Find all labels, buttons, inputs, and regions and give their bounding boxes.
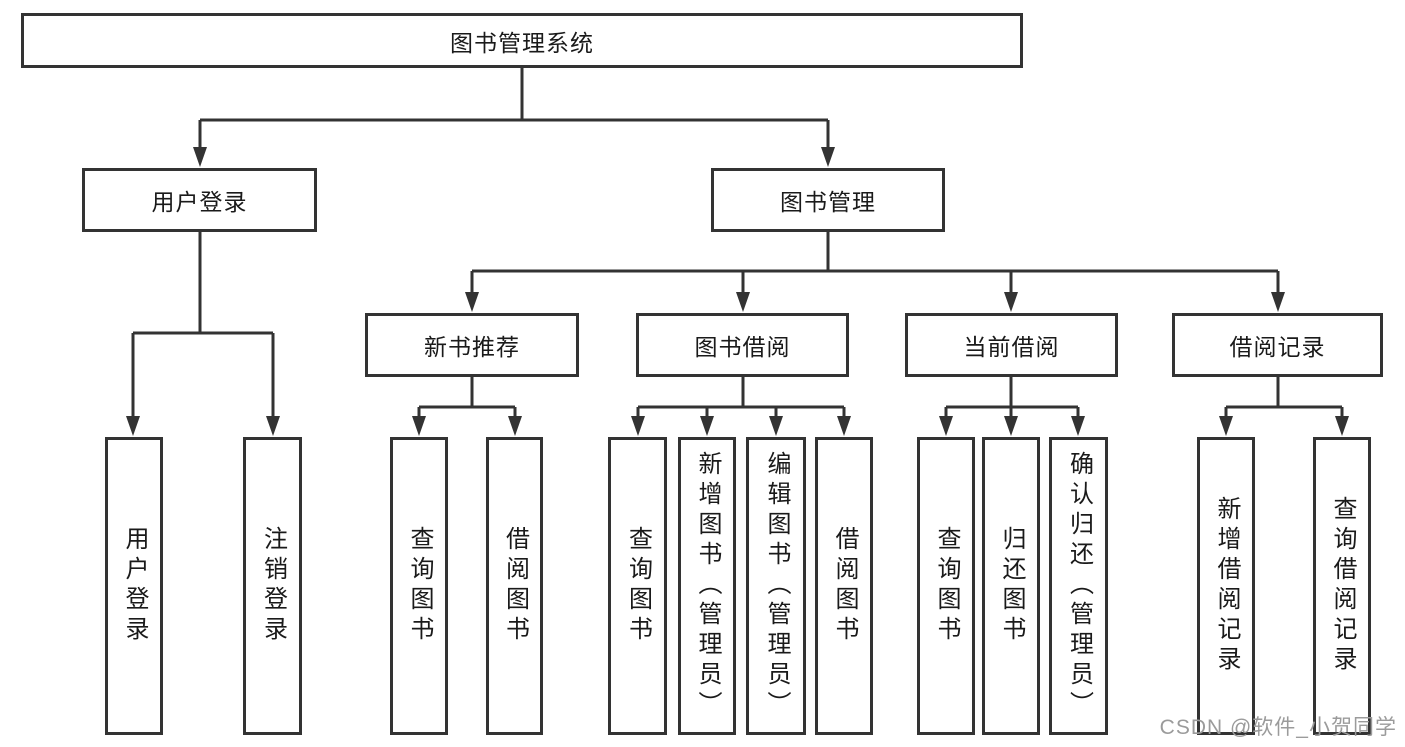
arrowhead [1071, 416, 1085, 436]
node-borrow-book-2: 借阅图书 [815, 437, 873, 735]
node-current-borrow: 当前借阅 [905, 313, 1118, 377]
node-borrow-records: 借阅记录 [1172, 313, 1383, 377]
node-logout: 注销登录 [243, 437, 302, 735]
arrowhead [631, 416, 645, 436]
arrowhead [1004, 292, 1018, 312]
node-book-borrow: 图书借阅 [636, 313, 849, 377]
arrowhead [465, 292, 479, 312]
connector-user-login-children [131, 232, 275, 420]
connector-borrow-records-children [1224, 377, 1344, 420]
node-add-borrow-record: 新增借阅记录 [1197, 437, 1255, 735]
node-user-login-leaf: 用户登录 [105, 437, 163, 735]
node-book-management: 图书管理 [711, 168, 945, 232]
arrowhead [1271, 292, 1285, 312]
node-query-book-3: 查询图书 [917, 437, 975, 735]
node-new-book-recommend: 新书推荐 [365, 313, 579, 377]
arrowhead [412, 416, 426, 436]
node-query-book-1: 查询图书 [390, 437, 448, 735]
arrowhead [193, 147, 207, 167]
csdn-watermark: CSDN @软件_小贺同学 [1159, 716, 1397, 739]
connector-book-borrow-children [636, 377, 846, 420]
connector-current-borrow-children [944, 377, 1080, 420]
node-confirm-return-admin: 确认归还（管理员） [1049, 437, 1108, 735]
node-edit-book-admin: 编辑图书（管理员） [746, 437, 806, 735]
arrowhead [837, 416, 851, 436]
node-borrow-book-1: 借阅图书 [486, 437, 543, 735]
arrowhead [1219, 416, 1233, 436]
arrowhead [126, 416, 140, 436]
arrowhead [1004, 416, 1018, 436]
arrowhead [1335, 416, 1349, 436]
node-user-login: 用户登录 [82, 168, 317, 232]
arrowhead [736, 292, 750, 312]
arrowhead [821, 147, 835, 167]
arrowhead [769, 416, 783, 436]
node-query-borrow-record: 查询借阅记录 [1313, 437, 1371, 735]
node-library-system: 图书管理系统 [21, 13, 1023, 68]
node-return-book: 归还图书 [982, 437, 1040, 735]
connector-book-mgmt-children [470, 232, 1280, 296]
connector-root-to-level2 [198, 68, 830, 150]
node-query-book-2: 查询图书 [608, 437, 667, 735]
node-add-book-admin: 新增图书（管理员） [678, 437, 736, 735]
arrowhead [700, 416, 714, 436]
arrowhead [266, 416, 280, 436]
arrowhead [508, 416, 522, 436]
arrowhead [939, 416, 953, 436]
connector-new-book-rec-children [417, 377, 517, 420]
